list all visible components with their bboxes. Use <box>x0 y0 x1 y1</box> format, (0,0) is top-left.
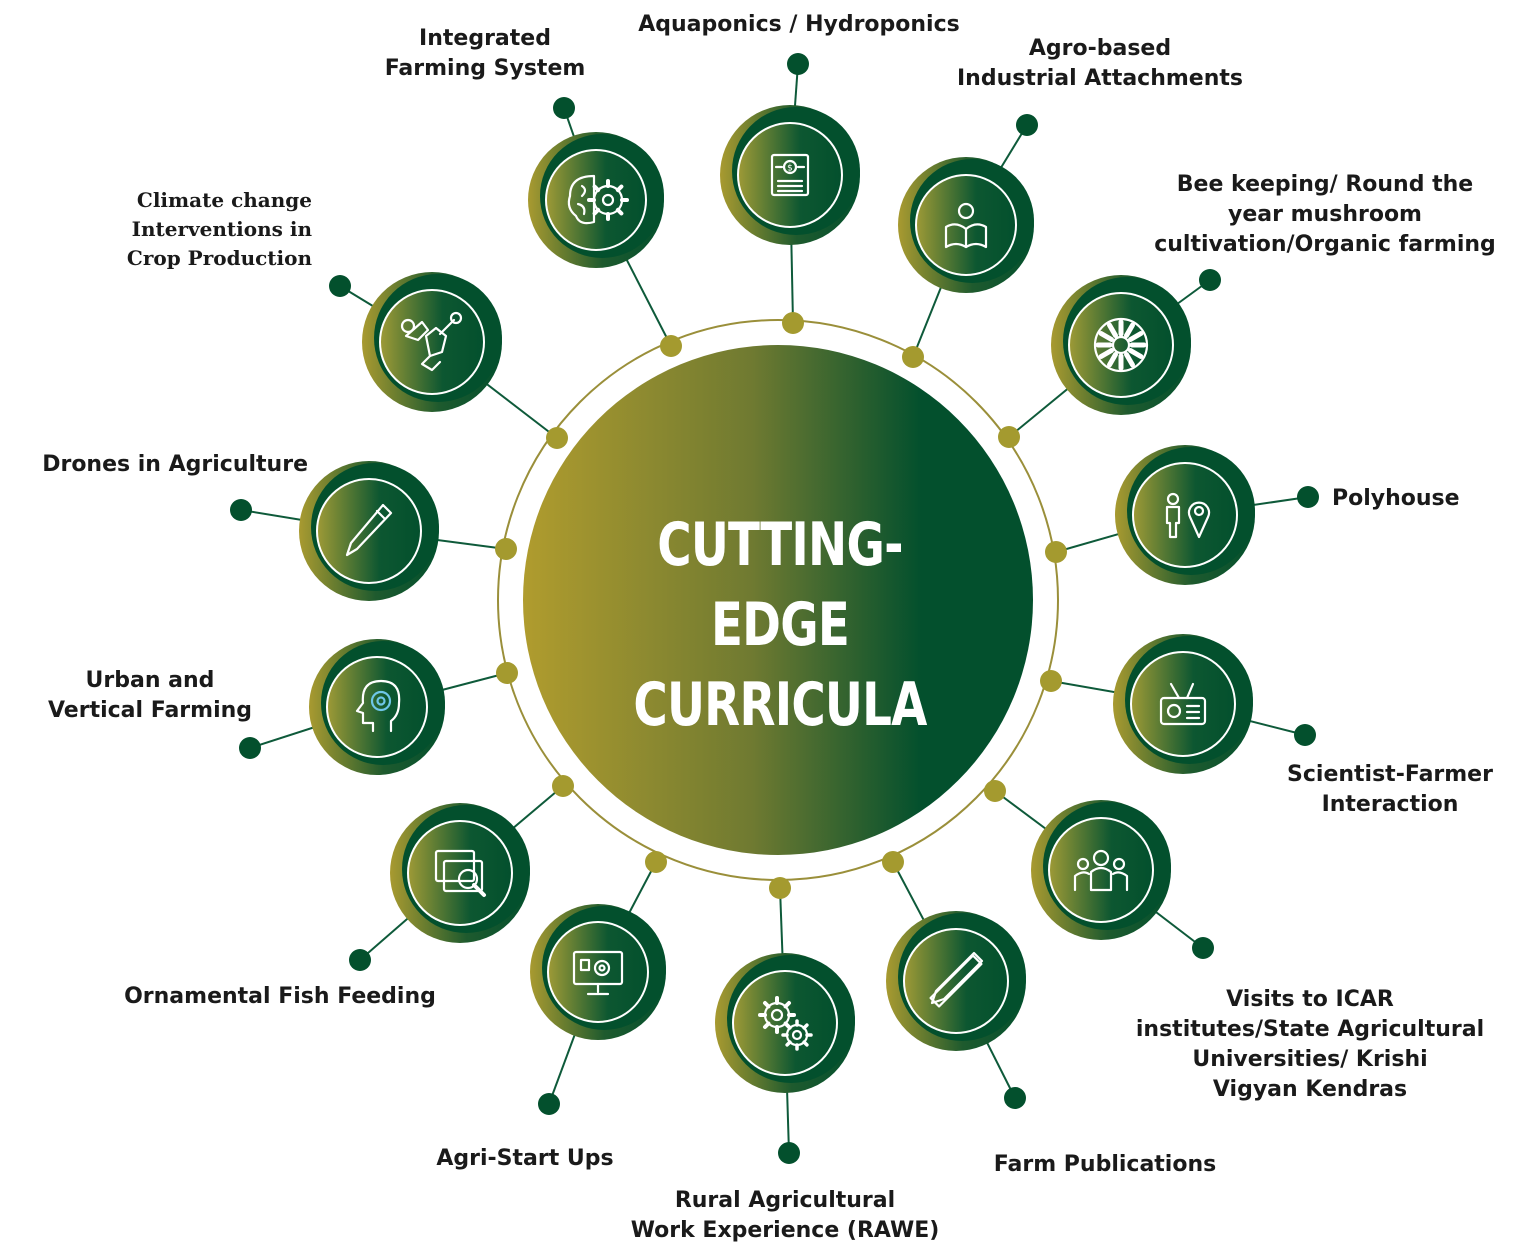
end-dot <box>1297 486 1319 508</box>
label-agri-startups: Agri-Start Ups <box>436 1146 614 1171</box>
label-agro-industrial: Agro-based Industrial Attachments <box>956 36 1244 91</box>
brain-gear-icon <box>567 174 629 225</box>
node-urban-vertical[interactable] <box>309 639 445 775</box>
ring-dot <box>902 346 924 368</box>
node-inner <box>316 478 422 584</box>
monitor-gear-icon <box>572 950 624 996</box>
ring-dot <box>645 851 667 873</box>
end-dot <box>553 97 575 119</box>
node-agro-industrial[interactable] <box>898 157 1034 293</box>
node-aquaponics[interactable]: $ <box>720 105 860 245</box>
node-rawe[interactable] <box>715 953 855 1093</box>
node-farm-publications[interactable] <box>886 911 1026 1051</box>
ring-dot <box>769 877 791 899</box>
ring-dot <box>552 775 574 797</box>
end-dot <box>1294 724 1316 746</box>
end-dot <box>349 949 371 971</box>
person-book-icon <box>944 202 988 249</box>
node-inner <box>547 921 649 1023</box>
ring-dot <box>660 335 682 357</box>
wheel-icon <box>1093 317 1149 373</box>
end-dot <box>538 1093 560 1115</box>
group-icon <box>1073 849 1129 892</box>
person-location-icon <box>1165 492 1211 539</box>
label-drones: Drones in Agriculture <box>42 452 308 477</box>
node-scientist-farmer[interactable] <box>1113 634 1253 774</box>
end-dot <box>1192 937 1214 959</box>
wrench-hand-icon <box>400 311 463 372</box>
label-ornamental-fish: Ornamental Fish Feeding <box>124 984 436 1009</box>
node-polyhouse[interactable] <box>1115 445 1255 585</box>
ring-dot <box>882 851 904 873</box>
label-climate-change: Climate change Interventions in Crop Pro… <box>126 188 312 270</box>
ring-dot <box>1040 670 1062 692</box>
node-inner <box>326 656 428 758</box>
document-dollar-icon: $ <box>770 153 810 197</box>
label-integrated-farming: Integrated Farming System <box>384 26 586 81</box>
center-title: CUTTING-EDGE CURRICULA <box>633 510 927 740</box>
nodes: $ <box>230 53 1319 1164</box>
node-integrated-farming[interactable] <box>528 132 664 268</box>
node-inner <box>1130 651 1236 757</box>
end-dot <box>1199 269 1221 291</box>
label-urban-vertical: Urban and Vertical Farming <box>47 668 253 723</box>
node-inner <box>1068 292 1174 398</box>
label-rawe: Rural Agricultural Work Experience (RAWE… <box>630 1188 940 1243</box>
ring-dot <box>984 780 1006 802</box>
end-dot <box>1016 114 1038 136</box>
node-climate-change[interactable] <box>362 272 502 412</box>
end-dot <box>778 1142 800 1164</box>
node-agri-startups[interactable] <box>530 904 666 1040</box>
gears-icon <box>758 996 813 1051</box>
node-inner <box>903 928 1009 1034</box>
end-dot <box>787 53 809 75</box>
end-dot <box>230 499 252 521</box>
center-disc <box>523 345 1033 855</box>
label-polyhouse: Polyhouse <box>1332 486 1460 511</box>
pencil-ruler-icon <box>929 951 984 1008</box>
ring-dot <box>496 662 518 684</box>
node-inner <box>737 122 843 228</box>
node-bee-keeping[interactable] <box>1051 275 1191 415</box>
node-inner <box>379 289 485 395</box>
node-inner <box>1048 817 1154 923</box>
ring-dot <box>782 312 804 334</box>
node-ornamental-fish[interactable] <box>390 803 530 943</box>
svg-text:$: $ <box>787 164 793 174</box>
radio-icon <box>1159 682 1207 726</box>
ring-dot <box>1045 541 1067 563</box>
ring-dot <box>495 538 517 560</box>
end-dot <box>329 275 351 297</box>
label-farm-publications: Farm Publications <box>993 1152 1217 1177</box>
node-inner <box>915 174 1017 276</box>
pencil-icon <box>345 503 393 557</box>
node-icar-visits[interactable] <box>1031 800 1171 940</box>
head-gear-icon <box>355 679 401 733</box>
node-drones[interactable] <box>299 461 439 601</box>
end-dot <box>239 737 261 759</box>
ring-dot <box>998 426 1020 448</box>
label-bee-keeping: Bee keeping/ Round the year mushroom cul… <box>1154 172 1496 257</box>
ring-dot <box>546 427 568 449</box>
label-scientist-farmer: Scientist-Farmer Interaction <box>1287 762 1493 817</box>
label-aquaponics: Aquaponics / Hydroponics <box>638 12 960 37</box>
end-dot <box>1004 1087 1026 1109</box>
node-inner <box>1132 462 1238 568</box>
screens-magnifier-icon <box>434 849 486 897</box>
label-icar-visits: Visits to ICAR institutes/State Agricult… <box>1135 987 1485 1102</box>
